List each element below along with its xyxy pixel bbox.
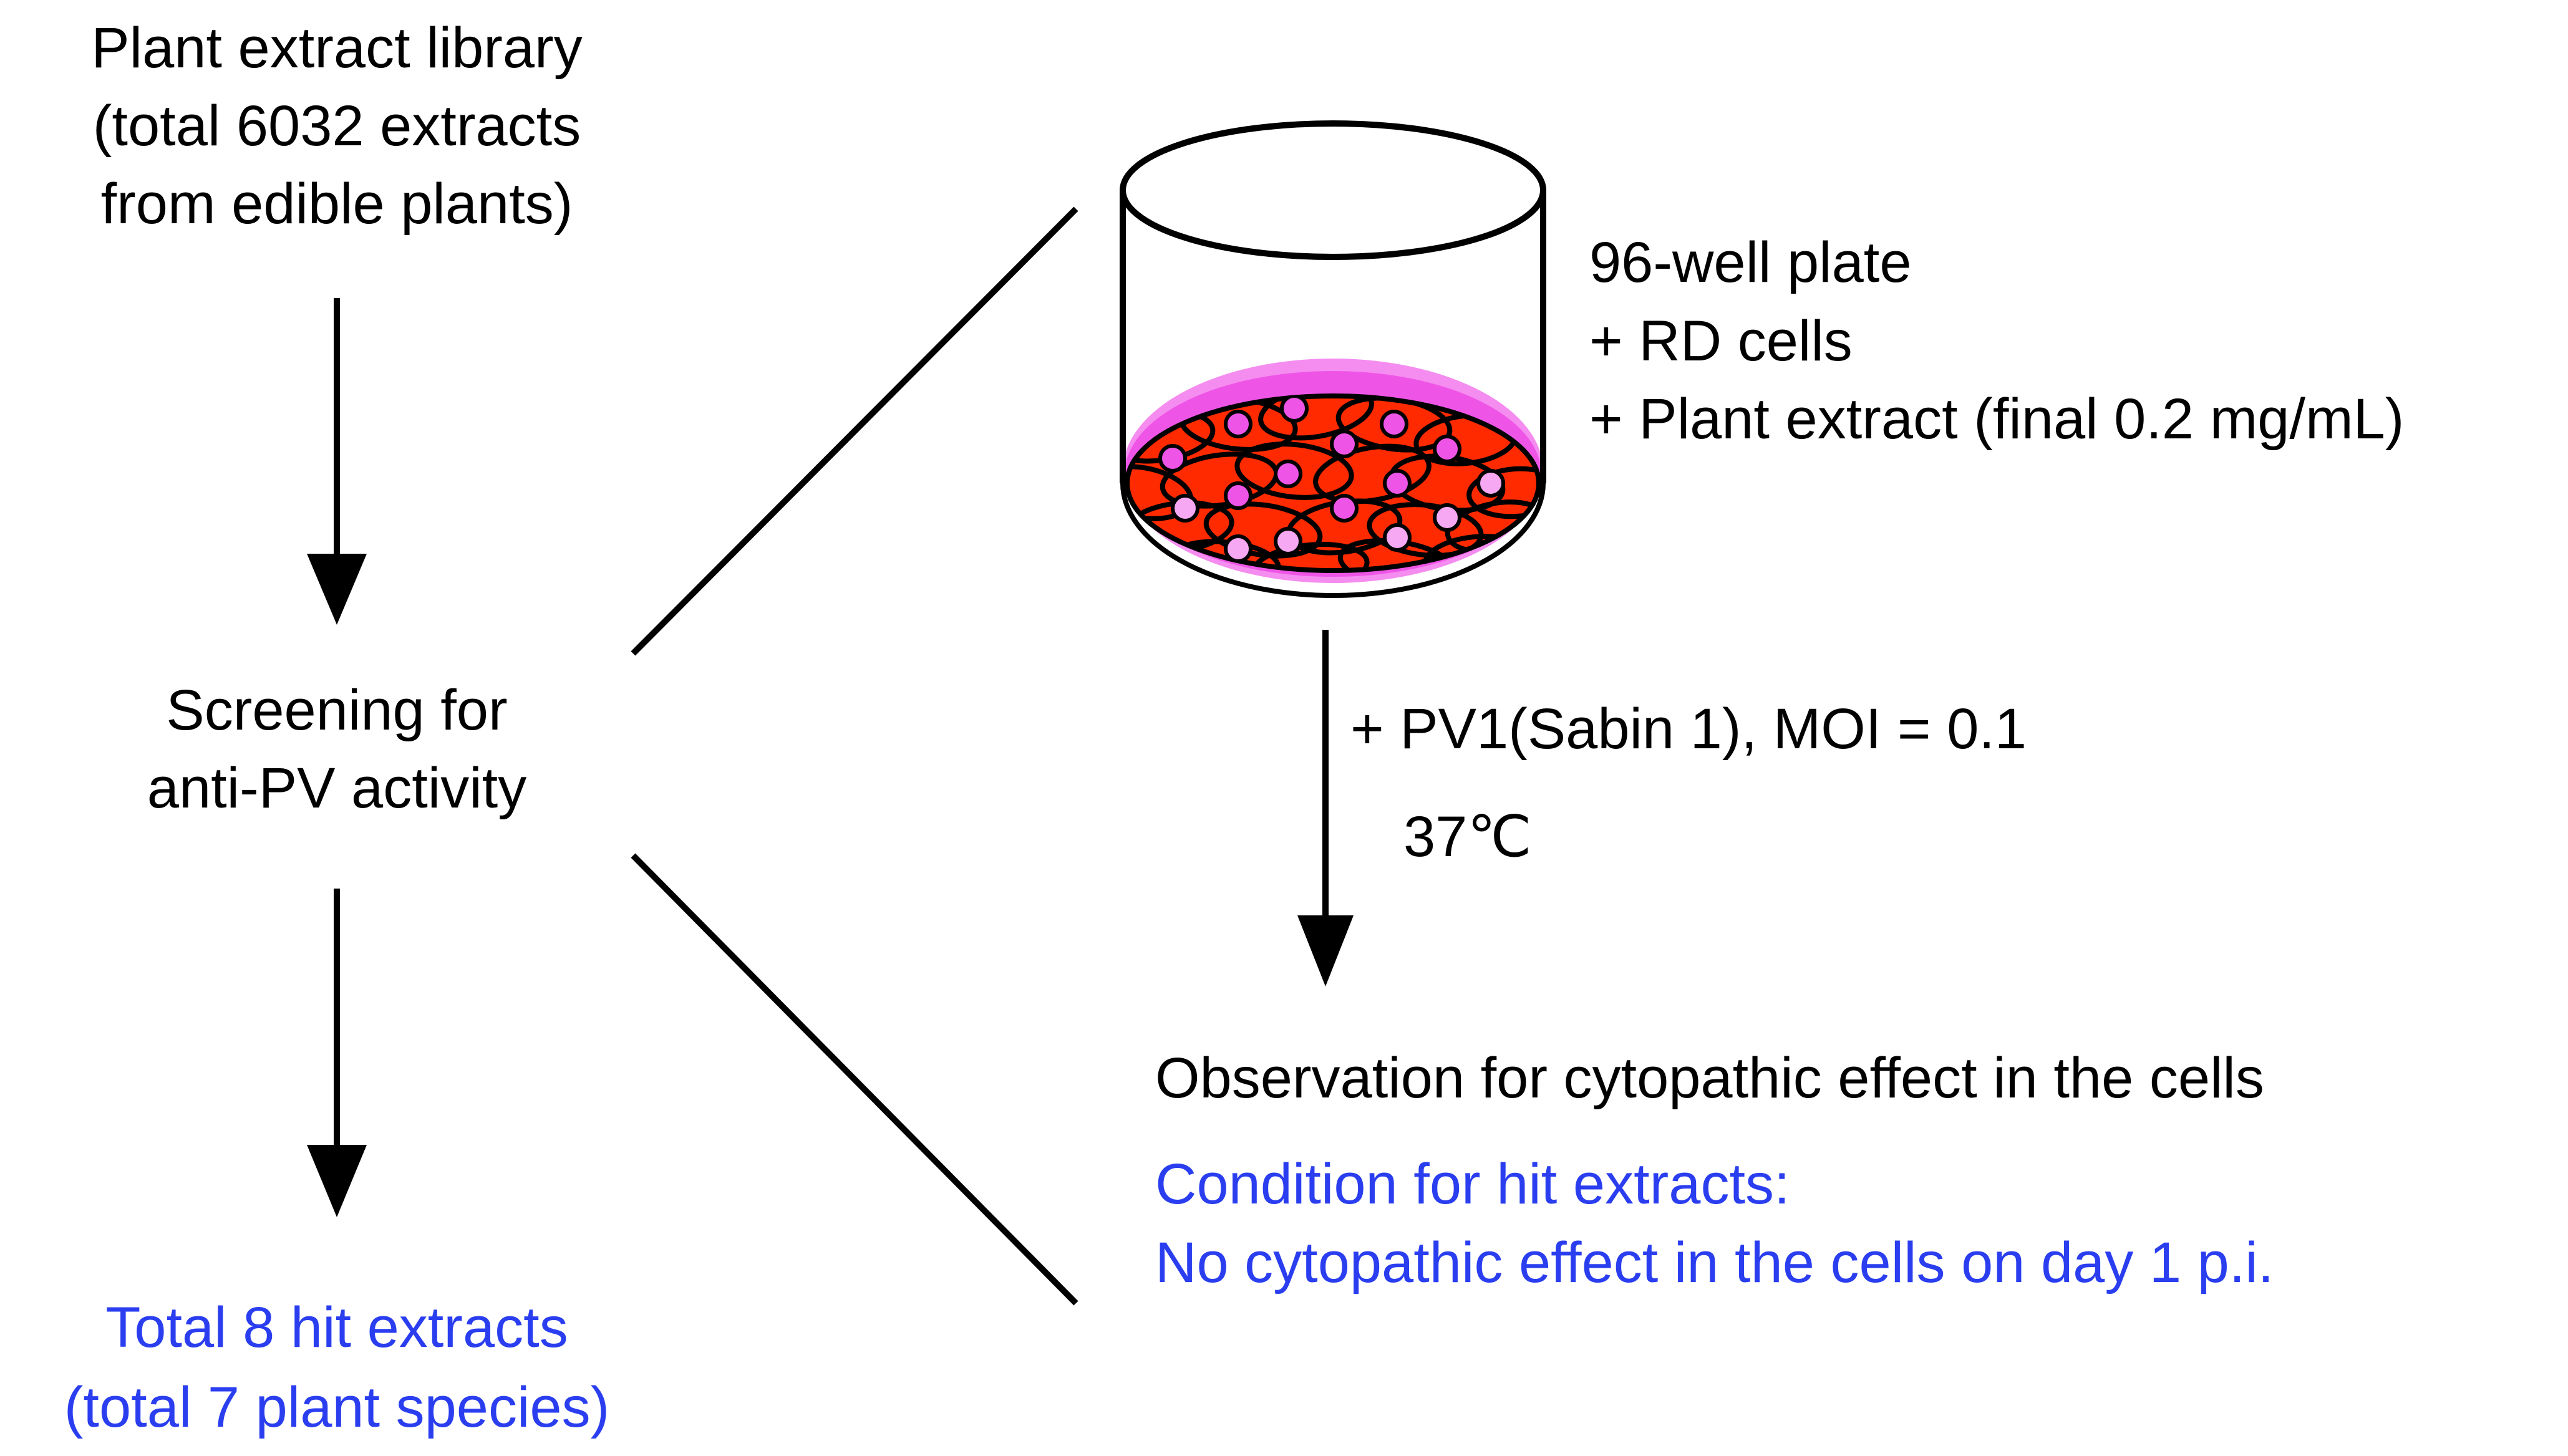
- library-line-1: Plant extract library: [91, 16, 582, 80]
- infection-label: + PV1(Sabin 1), MOI = 0.1 37℃: [1350, 697, 2027, 869]
- plate-line-1: 96-well plate: [1589, 231, 1912, 294]
- result-line-2: (total 7 plant species): [64, 1376, 609, 1439]
- library-line-3: from edible plants): [101, 172, 573, 236]
- plate-line-3: + Plant extract (final 0.2 mg/mL): [1589, 387, 2404, 451]
- condition-line-1: Condition for hit extracts:: [1155, 1152, 1790, 1216]
- expansion-line-upper: [631, 206, 1078, 656]
- culture-dish-icon: [1120, 120, 1546, 598]
- infection-line-2: 37℃: [1403, 805, 1532, 869]
- arrow-dish-to-observation: [1297, 630, 1354, 986]
- screening-line-1: Screening for: [166, 678, 507, 742]
- library-label: Plant extract library (total 6032 extrac…: [91, 16, 582, 236]
- result-label: Total 8 hit extracts (total 7 plant spec…: [64, 1296, 609, 1439]
- plate-line-2: + RD cells: [1589, 309, 1853, 373]
- condition-line-2: No cytopathic effect in the cells on day…: [1155, 1231, 2274, 1294]
- plate-label: 96-well plate + RD cells + Plant extract…: [1589, 231, 2404, 451]
- observation-label: Observation for cytopathic effect in the…: [1155, 1046, 2264, 1110]
- screening-line-2: anti-PV activity: [147, 756, 526, 820]
- expansion-line-lower: [631, 853, 1078, 1306]
- arrow-screening-to-result: [307, 889, 367, 1217]
- result-line-1: Total 8 hit extracts: [105, 1296, 568, 1359]
- library-line-2: (total 6032 extracts: [93, 94, 581, 158]
- condition-label: Condition for hit extracts: No cytopathi…: [1155, 1152, 2274, 1294]
- infection-line-1: + PV1(Sabin 1), MOI = 0.1: [1350, 697, 2027, 761]
- screening-label: Screening for anti-PV activity: [147, 678, 526, 820]
- arrow-library-to-screening: [307, 298, 367, 625]
